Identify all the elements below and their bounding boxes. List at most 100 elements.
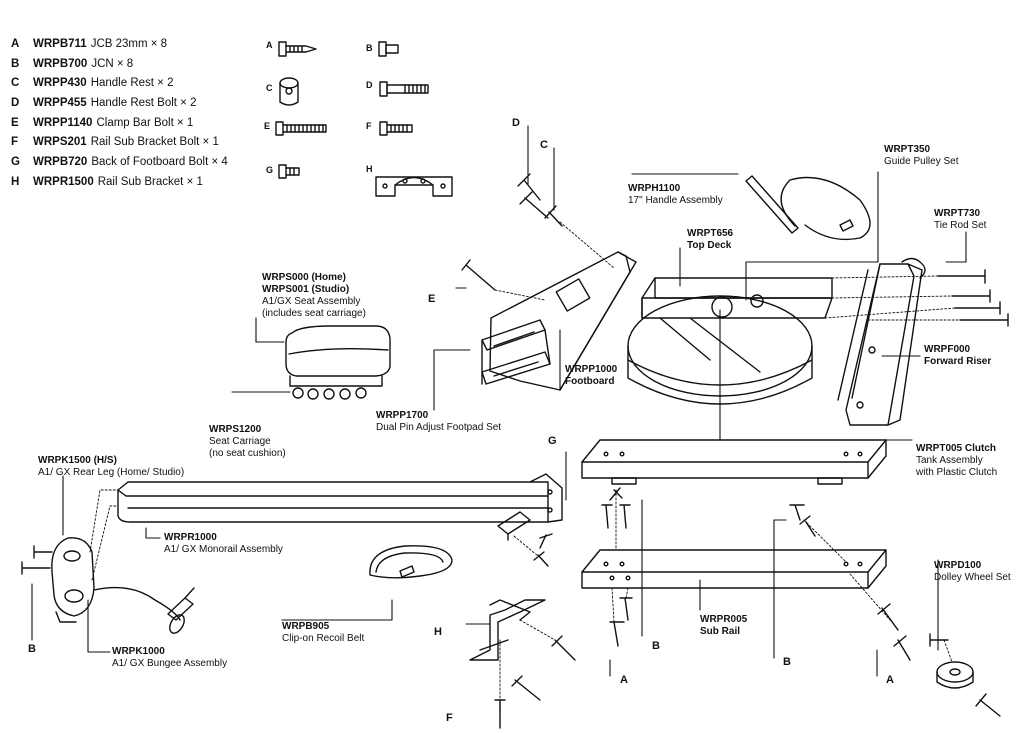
label-seat-carriage: WRPS1200 Seat Carriage (no seat cushion) (209, 424, 286, 460)
label-desc: A1/ GX Bungee Assembly (112, 658, 228, 669)
parts-list-key: F (11, 136, 19, 148)
part-thumb-h (375, 176, 453, 197)
label-tank-assembly: WRPT005 Clutch Tank Assembly with Plasti… (916, 443, 997, 479)
part-letter-h: H (366, 164, 373, 174)
callout-letter-g: G (548, 435, 557, 447)
label-code: WRPS001 (Studio) (262, 284, 350, 295)
label-code: WRPS000 (Home) (262, 272, 346, 283)
part-thumb-a (278, 41, 317, 57)
callout-letter-b-right: B (783, 656, 791, 668)
parts-list-desc: JCB 23mm × 8 (90, 38, 168, 50)
part-letter-b: B (366, 43, 373, 53)
parts-list-code: WRPP455 (33, 97, 87, 109)
parts-list-code: WRPR1500 (33, 176, 94, 188)
bolts (461, 173, 911, 729)
label-code: WRPP1000 (565, 364, 618, 375)
parts-list-code: WRPP430 (33, 77, 87, 89)
forward-riser (837, 257, 926, 426)
label-footpad: WRPP1700 Dual Pin Adjust Footpad Set (376, 410, 501, 434)
label-desc: Guide Pulley Set (884, 156, 959, 167)
part-thumb-b (378, 41, 399, 57)
tie-rods (937, 269, 1009, 327)
label-desc: (no seat cushion) (209, 448, 286, 459)
parts-list-key: G (11, 156, 20, 168)
label-guide-pulley: WRPT350 Guide Pulley Set (884, 144, 959, 168)
label-desc: with Plastic Clutch (916, 467, 998, 478)
callout-letter-b-left: B (28, 643, 36, 655)
label-code: WRPK1000 (112, 646, 165, 657)
parts-list-key: H (11, 176, 20, 188)
label-desc: Dual Pin Adjust Footpad Set (376, 422, 502, 433)
label-desc: Tie Rod Set (934, 220, 987, 231)
label-code: WRPH1100 (628, 183, 681, 194)
assembly-guides (89, 221, 961, 701)
seat-assembly (285, 325, 391, 400)
callout-letter-d: D (512, 117, 520, 129)
label-desc: A1/ GX Rear Leg (Home/ Studio) (38, 467, 185, 478)
label-code: WRPD100 (934, 560, 982, 571)
footboard-back-bracket (497, 511, 531, 541)
label-desc: 17" Handle Assembly (628, 195, 723, 206)
label-code: WRPR005 (700, 614, 748, 625)
label-desc: Clip-on Recoil Belt (282, 633, 365, 644)
tank-assembly (627, 277, 833, 405)
label-code: WRPT005 Clutch (916, 443, 997, 454)
parts-list-desc: Handle Rest Bolt × 2 (90, 97, 197, 109)
recoil-belt (369, 545, 453, 579)
label-code: WRPB905 (282, 621, 330, 632)
parts-list-key: C (11, 77, 20, 89)
label-footboard: WRPP1000 Footboard (565, 364, 617, 388)
parts-list-desc: Back of Footboard Bolt × 4 (91, 156, 228, 168)
label-bungee: WRPK1000 A1/ GX Bungee Assembly (112, 646, 227, 670)
dolley-wheel (929, 633, 1001, 717)
sub-rail-beam (581, 549, 887, 589)
part-thumb-f (379, 121, 413, 136)
part-letter-f: F (366, 121, 372, 131)
label-sub-rail: WRPR005 Sub Rail (700, 614, 747, 638)
label-desc: Seat Carriage (209, 436, 271, 447)
label-code: WRPT730 (934, 208, 981, 219)
parts-list-code: WRPB711 (33, 38, 87, 50)
part-thumb-g (278, 164, 300, 179)
part-letter-d: D (366, 80, 373, 90)
part-letter-g: G (266, 165, 274, 175)
label-dolley-wheel: WRPD100 Dolley Wheel Set (934, 560, 1011, 584)
parts-list-key: E (11, 117, 19, 129)
parts-list-key: A (11, 38, 20, 50)
label-code: WRPR1000 (164, 532, 217, 543)
label-desc: Forward Riser (924, 356, 992, 367)
callout-letter-a-mid: A (620, 674, 628, 686)
label-handle: WRPH1100 17" Handle Assembly (628, 183, 723, 207)
rear-leg (21, 537, 95, 623)
part-letter-c: C (266, 83, 273, 93)
label-desc: Sub Rail (700, 626, 741, 637)
label-desc: Tank Assembly (916, 455, 983, 466)
label-tie-rod: WRPT730 Tie Rod Set (934, 208, 986, 232)
label-desc: A1/GX Seat Assembly (262, 296, 361, 307)
leader-lines (31, 125, 967, 715)
bungee (93, 586, 195, 634)
handle-assembly (745, 175, 871, 241)
part-thumb-d (379, 81, 429, 97)
label-desc: Top Deck (687, 240, 732, 251)
parts-list-desc: Rail Sub Bracket Bolt × 1 (90, 136, 219, 148)
label-code: WRPF000 (924, 344, 971, 355)
label-desc: A1/ GX Monorail Assembly (164, 544, 283, 555)
label-seat-assembly: WRPS000 (Home) WRPS001 (Studio) A1/GX Se… (262, 272, 366, 320)
parts-list-desc: JCN × 8 (91, 58, 134, 70)
callout-letter-e: E (428, 293, 436, 305)
label-monorail: WRPR1000 A1/ GX Monorail Assembly (164, 532, 283, 556)
label-code: WRPS1200 (209, 424, 262, 435)
label-top-deck: WRPT656 Top Deck (687, 228, 733, 252)
parts-list-code: WRPB700 (33, 58, 88, 70)
part-letter-a: A (266, 40, 273, 50)
label-rear-leg: WRPK1500 (H/S) A1/ GX Rear Leg (Home/ St… (38, 455, 184, 479)
